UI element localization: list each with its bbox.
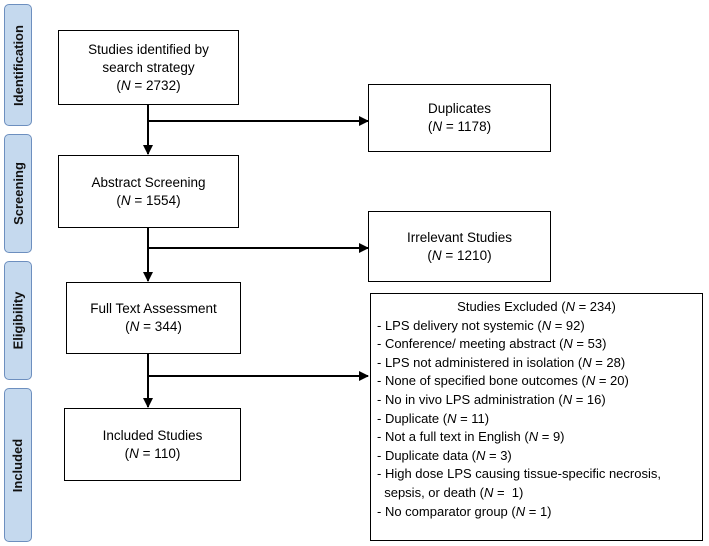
stage-identification: Identification: [4, 4, 32, 126]
stage-screening: Screening: [4, 134, 32, 253]
box-text-line: Duplicates: [427, 101, 492, 116]
box-screening: Abstract Screening (N = 1554): [58, 155, 239, 228]
stage-eligibility: Eligibility: [4, 261, 32, 380]
box-excluded: Studies Excluded (N = 234) - LPS deliver…: [370, 293, 703, 541]
excluded-item: - Duplicate (N = 11): [377, 410, 490, 426]
excluded-item: - No comparator group (N = 1): [377, 503, 552, 519]
box-text-line: Full Text Assessment: [90, 301, 217, 316]
excluded-item: - LPS not administered in isolation (N =…: [377, 354, 626, 370]
box-fulltext: Full Text Assessment (N = 344): [66, 282, 241, 354]
excluded-list: - LPS delivery not systemic (N = 92) - C…: [377, 317, 696, 522]
box-included: Included Studies (N = 110): [64, 408, 241, 481]
stage-included: Included: [4, 388, 32, 542]
box-count: (N = 1554): [116, 192, 181, 208]
excluded-item: sepsis, or death (N = 1): [377, 484, 524, 500]
box-text-line: search strategy: [102, 59, 195, 75]
box-count: (N = 1210): [427, 247, 492, 263]
box-text-line: Irrelevant Studies: [406, 229, 513, 245]
box-count: (N = 110): [124, 445, 181, 461]
box-irrelevant: Irrelevant Studies (N = 1210): [368, 211, 551, 282]
excluded-item: - No in vivo LPS administration (N = 16): [377, 391, 606, 407]
excluded-item: - Conference/ meeting abstract (N = 53): [377, 336, 607, 352]
box-count: (N = 2732): [116, 77, 181, 93]
excluded-item: - High dose LPS causing tissue-specific …: [377, 466, 661, 482]
excluded-item: - Duplicate data (N = 3): [377, 447, 512, 463]
excluded-title: Studies Excluded (N = 234): [457, 299, 616, 314]
excluded-item: - LPS delivery not systemic (N = 92): [377, 317, 585, 333]
box-text-line: Abstract Screening: [91, 174, 206, 190]
excluded-item: - None of specified bone outcomes (N = 2…: [377, 373, 629, 389]
box-text-line: Studies identified by: [88, 41, 209, 57]
box-duplicates: Duplicates (N = 1178): [368, 84, 551, 152]
box-count: (N = 344): [125, 319, 182, 334]
box-identified: Studies identified by search strategy (N…: [58, 30, 239, 105]
excluded-item: - Not a full text in English (N = 9): [377, 429, 565, 445]
box-count: (N = 1178): [427, 119, 492, 134]
box-text-line: Included Studies: [102, 427, 203, 443]
